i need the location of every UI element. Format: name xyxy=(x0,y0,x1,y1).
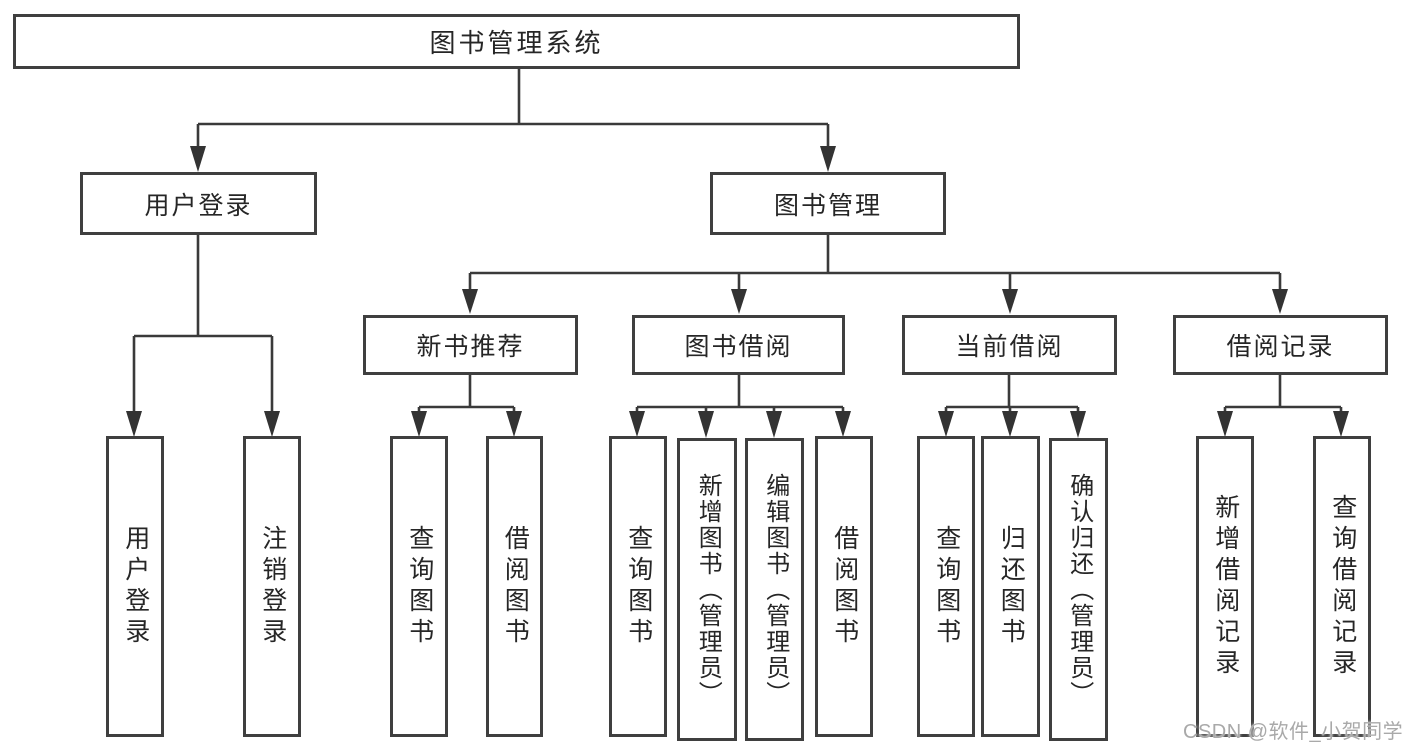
node-label: 确认归还（管理员） xyxy=(1065,472,1093,707)
node-book-management-branch: 图书管理 xyxy=(710,172,946,235)
node-current-borrowing: 当前借阅 xyxy=(902,315,1117,375)
node-label: 图书借阅 xyxy=(684,333,793,361)
node-label: 编辑图书（管理员） xyxy=(761,472,789,707)
node-label: 新增图书（管理员） xyxy=(694,472,722,707)
node-user-login-branch: 用户登录 xyxy=(80,172,317,235)
leaf-query-books-recommend: 查询图书 xyxy=(390,436,448,737)
node-label: 查询借阅记录 xyxy=(1328,493,1357,680)
node-label: 查询图书 xyxy=(932,524,961,649)
node-label: 用户登录 xyxy=(121,524,150,649)
node-book-borrowing: 图书借阅 xyxy=(632,315,845,375)
leaf-query-books-current: 查询图书 xyxy=(917,436,975,737)
node-label: 注销登录 xyxy=(258,524,287,649)
leaf-query-books-borrow: 查询图书 xyxy=(609,436,667,737)
node-label: 新增借阅记录 xyxy=(1211,493,1240,680)
leaf-logout: 注销登录 xyxy=(243,436,301,737)
leaf-borrow-books-borrow: 借阅图书 xyxy=(815,436,873,737)
leaf-borrow-books-recommend: 借阅图书 xyxy=(486,436,543,737)
node-label: 借阅记录 xyxy=(1226,333,1335,361)
node-label: 用户登录 xyxy=(144,191,253,220)
node-label: 借阅图书 xyxy=(830,524,859,649)
node-label: 图书管理系统 xyxy=(429,28,604,58)
node-label: 当前借阅 xyxy=(955,333,1064,361)
node-label: 新书推荐 xyxy=(416,333,525,361)
leaf-add-borrowing-record: 新增借阅记录 xyxy=(1196,436,1254,737)
node-label: 借阅图书 xyxy=(501,524,530,649)
leaf-query-borrowing-record: 查询借阅记录 xyxy=(1313,436,1371,737)
node-new-book-recommend: 新书推荐 xyxy=(363,315,578,375)
leaf-confirm-return-admin: 确认归还（管理员） xyxy=(1049,438,1108,741)
node-label: 归还图书 xyxy=(997,524,1026,649)
leaf-user-login: 用户登录 xyxy=(106,436,164,737)
node-borrowing-records: 借阅记录 xyxy=(1173,315,1388,375)
leaf-add-books-admin: 新增图书（管理员） xyxy=(677,438,737,741)
node-label: 查询图书 xyxy=(624,524,653,649)
node-root-library-management-system: 图书管理系统 xyxy=(13,14,1020,69)
node-label: 查询图书 xyxy=(405,524,434,649)
leaf-return-books: 归还图书 xyxy=(981,436,1040,737)
leaf-edit-books-admin: 编辑图书（管理员） xyxy=(745,438,804,741)
arrowhead-icons xyxy=(126,146,1349,438)
node-label: 图书管理 xyxy=(773,191,882,220)
csdn-watermark: CSDN @软件_小贺同学 xyxy=(1183,721,1404,743)
